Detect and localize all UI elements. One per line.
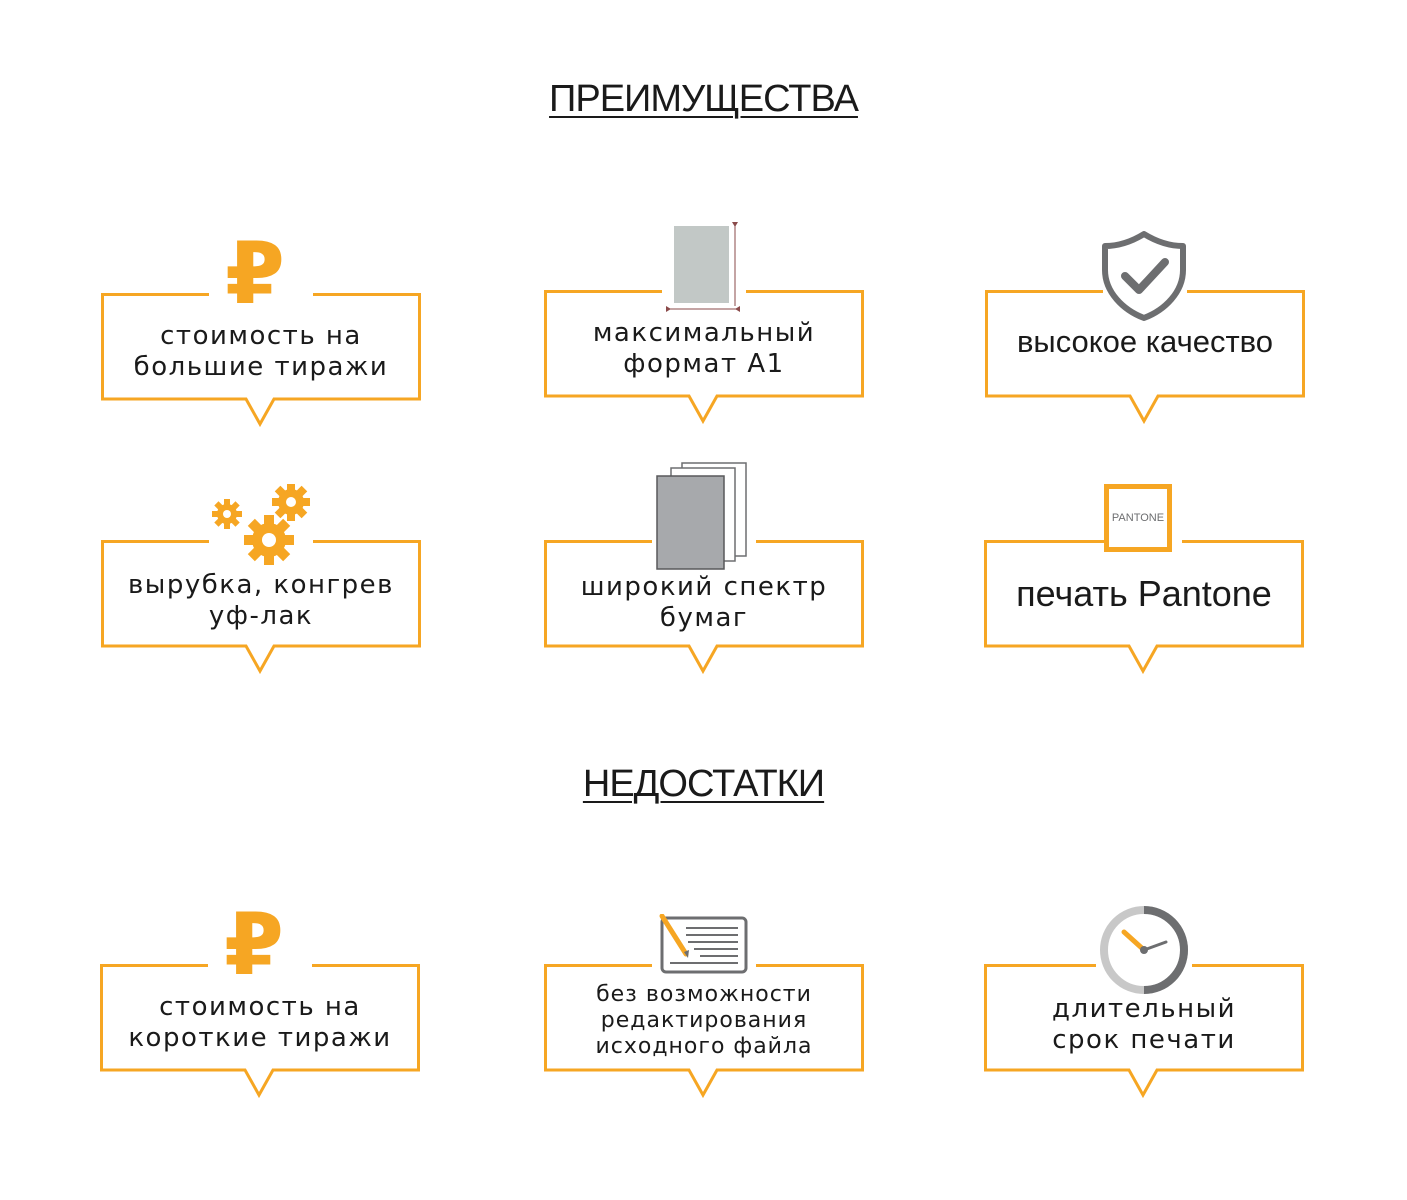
advantage-card-pantone: PANTONE печать Pantone bbox=[984, 484, 1304, 675]
paper-stack-icon bbox=[656, 462, 747, 570]
card-label-line: бумаг bbox=[659, 603, 749, 633]
paper-format-icon bbox=[666, 222, 740, 312]
card-label-line: редактирования bbox=[600, 1008, 808, 1033]
document-pen-icon bbox=[659, 914, 748, 974]
disadvantage-card-long-printing: длительный срок печати bbox=[984, 906, 1304, 1099]
callout-frame bbox=[984, 540, 1304, 675]
advantage-card-die-cutting: вырубка, конгрев уф-лак bbox=[101, 484, 421, 675]
card-label-line: уф-лак bbox=[208, 601, 314, 631]
card-label-line: вырубка, конгрев bbox=[127, 570, 395, 600]
card-label-line: максимальный bbox=[592, 318, 816, 348]
callout-frame bbox=[985, 290, 1305, 425]
clock-icon bbox=[1100, 906, 1188, 994]
ruble-icon: ₽ bbox=[224, 895, 284, 995]
callout-frame bbox=[101, 293, 421, 428]
card-label-line: большие тиражи bbox=[133, 352, 389, 382]
card-label-line: стоимость на bbox=[160, 321, 362, 351]
card-label-line: печать Pantone bbox=[1016, 573, 1272, 614]
card-label-line: длительный bbox=[1052, 994, 1236, 1024]
advantages-heading: ПРЕИМУЩЕСТВА bbox=[549, 78, 859, 120]
disadvantage-card-no-editing: без возможности редактирования исходного… bbox=[544, 914, 864, 1099]
card-label-line: исходного файла bbox=[595, 1034, 813, 1059]
disadvantage-card-price-short-runs: ₽ стоимость на короткие тиражи bbox=[100, 902, 420, 1099]
gears-icon bbox=[212, 484, 310, 565]
callout-frame bbox=[544, 540, 864, 675]
disadvantages-heading: НЕДОСТАТКИ bbox=[582, 763, 825, 805]
shield-check-icon bbox=[1102, 231, 1186, 321]
callout-frame bbox=[544, 964, 864, 1099]
card-label-line: широкий спектр bbox=[580, 572, 828, 602]
pantone-icon-text: PANTONE bbox=[1111, 512, 1165, 524]
card-label-line: высокое качество bbox=[1016, 324, 1274, 359]
callout-frame bbox=[984, 964, 1304, 1099]
pantone-icon: PANTONE bbox=[1104, 484, 1172, 552]
advantage-card-max-format: максимальный формат А1 bbox=[544, 222, 864, 425]
ruble-icon: ₽ bbox=[225, 224, 285, 324]
card-label-line: без возможности bbox=[596, 982, 812, 1007]
callout-frame bbox=[101, 540, 421, 675]
card-label-line: срок печати bbox=[1052, 1025, 1236, 1055]
callout-frame bbox=[100, 964, 420, 1099]
card-label-line: формат А1 bbox=[623, 349, 785, 379]
card-label-line: стоимость на bbox=[159, 992, 361, 1022]
advantage-card-high-quality: высокое качество bbox=[985, 231, 1305, 425]
advantage-card-price-large-runs: ₽ стоимость на большие тиражи bbox=[101, 231, 421, 428]
advantage-card-paper-range: широкий спектр бумаг bbox=[544, 462, 864, 675]
card-label-line: короткие тиражи bbox=[128, 1023, 392, 1053]
callout-frame bbox=[544, 290, 864, 425]
